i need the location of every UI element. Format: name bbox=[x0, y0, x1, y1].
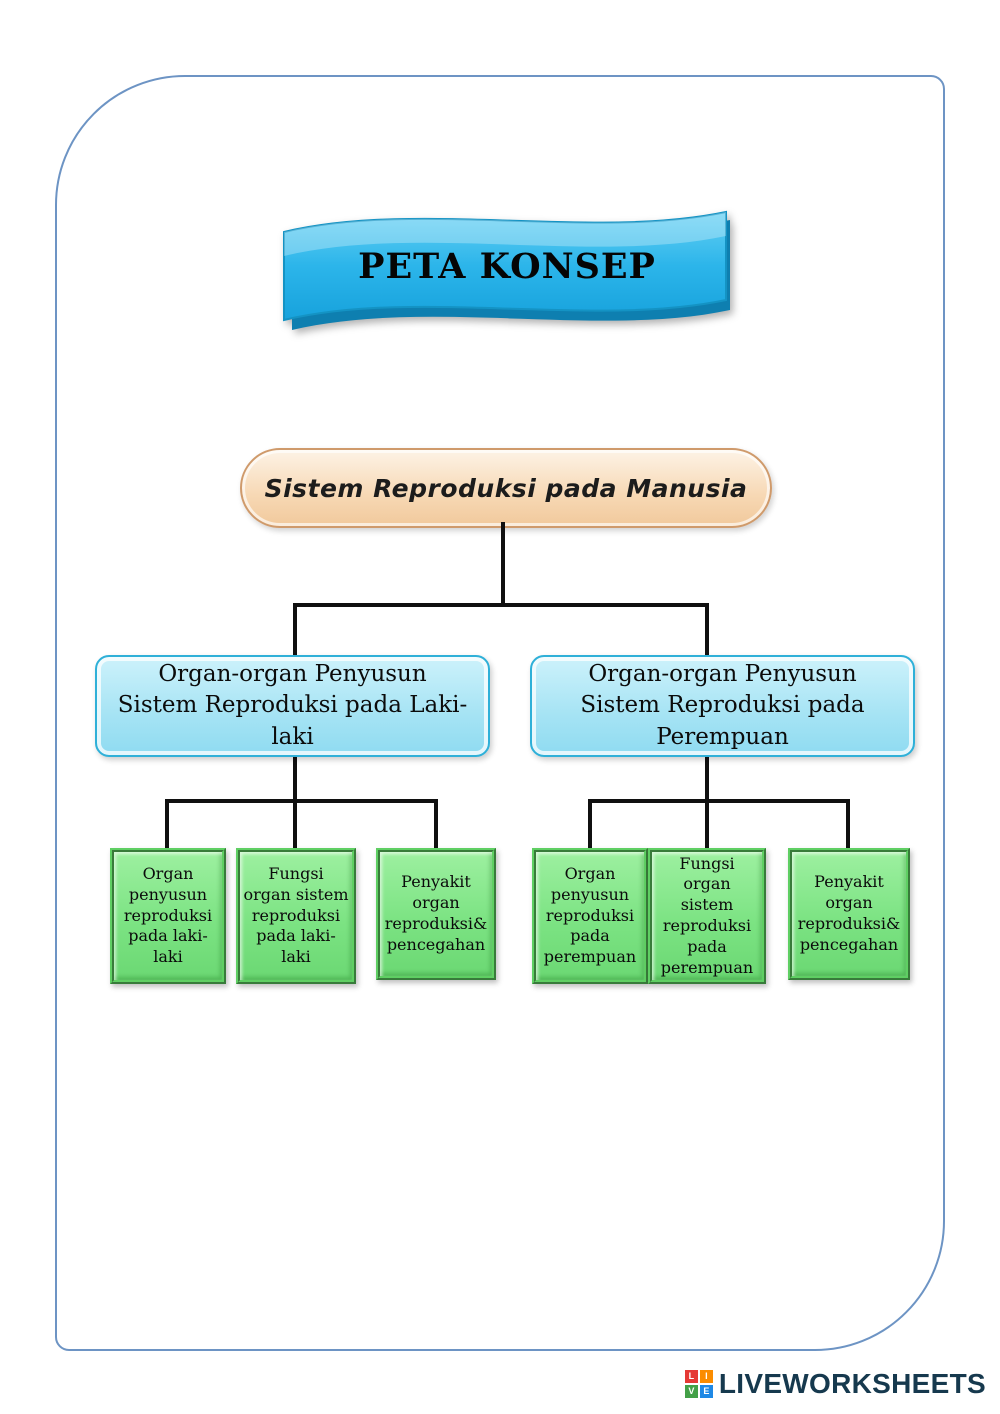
connector-line bbox=[165, 799, 438, 803]
ribbon-shape bbox=[283, 210, 730, 330]
leaf-node-organ-perempuan: Organ penyusun reproduksi pada perempuan bbox=[532, 848, 648, 984]
logo-square-v: V bbox=[684, 1385, 698, 1398]
leaf-node-label: Organ penyusun reproduksi pada perempuan bbox=[543, 864, 637, 967]
root-node: Sistem Reproduksi pada Manusia bbox=[240, 448, 772, 528]
branch-node-perempuan: Organ-organ Penyusun Sistem Reproduksi p… bbox=[530, 655, 915, 757]
leaf-node-label: Penyakit organ reproduksi& pencegahan bbox=[797, 872, 901, 954]
connector-line bbox=[588, 799, 850, 803]
logo-square-i: I bbox=[699, 1370, 713, 1383]
leaf-node-penyakit-laki: Penyakit organ reproduksi& pencegahan bbox=[376, 848, 496, 980]
brand-name: LIVEWORKSHEETS bbox=[718, 1368, 986, 1399]
title-banner: PETA KONSEP bbox=[278, 202, 736, 344]
banner-title: PETA KONSEP bbox=[358, 246, 656, 287]
root-node-label: Sistem Reproduksi pada Manusia bbox=[264, 473, 748, 503]
branch-node-label: Organ-organ Penyusun Sistem Reproduksi p… bbox=[580, 661, 865, 750]
logo-square-e: E bbox=[699, 1385, 713, 1398]
connector-line bbox=[434, 799, 438, 850]
leaf-node-organ-laki: Organ penyusun reproduksi pada laki-laki bbox=[110, 848, 226, 984]
logo-square-l: L bbox=[684, 1370, 698, 1383]
connector-line bbox=[293, 757, 297, 850]
leaf-node-fungsi-laki: Fungsi organ sistem reproduksi pada laki… bbox=[236, 848, 356, 984]
leaf-node-penyakit-perempuan: Penyakit organ reproduksi& pencegahan bbox=[788, 848, 910, 980]
leaf-node-label: Organ penyusun reproduksi pada laki-laki bbox=[123, 864, 213, 967]
connector-line bbox=[705, 603, 709, 657]
connector-line bbox=[846, 799, 850, 850]
branch-node-laki-laki: Organ-organ Penyusun Sistem Reproduksi p… bbox=[95, 655, 490, 757]
connector-line bbox=[293, 603, 709, 607]
connector-line bbox=[705, 757, 709, 850]
branch-node-label: Organ-organ Penyusun Sistem Reproduksi p… bbox=[117, 661, 468, 750]
leaf-node-label: Fungsi organ sistem reproduksi pada laki… bbox=[243, 864, 349, 967]
connector-line bbox=[293, 603, 297, 657]
liveworksheets-logo-icon: L I V E bbox=[684, 1370, 713, 1398]
leaf-node-fungsi-perempuan: Fungsi organ sistem reproduksi pada pere… bbox=[648, 848, 766, 984]
connector-line bbox=[588, 799, 592, 850]
leaf-node-label: Fungsi organ sistem reproduksi pada pere… bbox=[660, 853, 754, 977]
connector-line bbox=[501, 522, 505, 607]
connector-line bbox=[165, 799, 169, 850]
liveworksheets-watermark: L I V E LIVEWORKSHEETS bbox=[684, 1368, 986, 1400]
leaf-node-label: Penyakit organ reproduksi& pencegahan bbox=[384, 872, 488, 954]
